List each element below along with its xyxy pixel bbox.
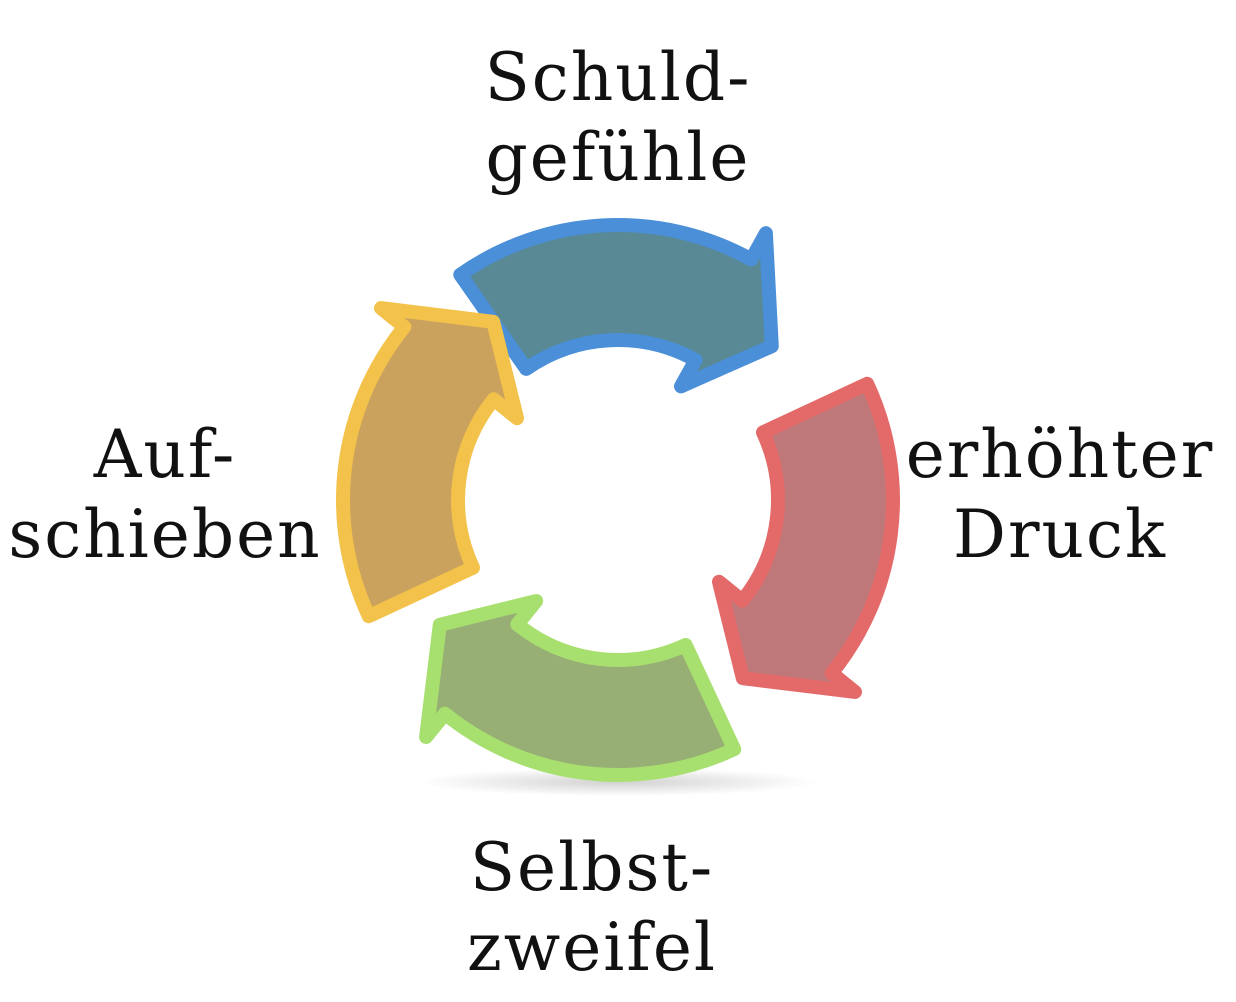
arrow-aufschieben [336, 301, 524, 624]
arrow-selbstzweifel [419, 594, 742, 782]
ground-shadow [418, 768, 818, 796]
label-selbstzweifel: Selbst- zweifel [466, 829, 718, 986]
label-erhoehter-druck: erhöhter Druck [905, 416, 1215, 573]
label-schuldgefuehle: Schuld- gefühle [484, 39, 752, 196]
arrow-erhoehter-druck [712, 376, 900, 699]
arrow-schuldgefuehle [453, 218, 779, 394]
cycle-arrows [336, 218, 900, 782]
label-aufschieben: Auf- schieben [8, 416, 322, 573]
